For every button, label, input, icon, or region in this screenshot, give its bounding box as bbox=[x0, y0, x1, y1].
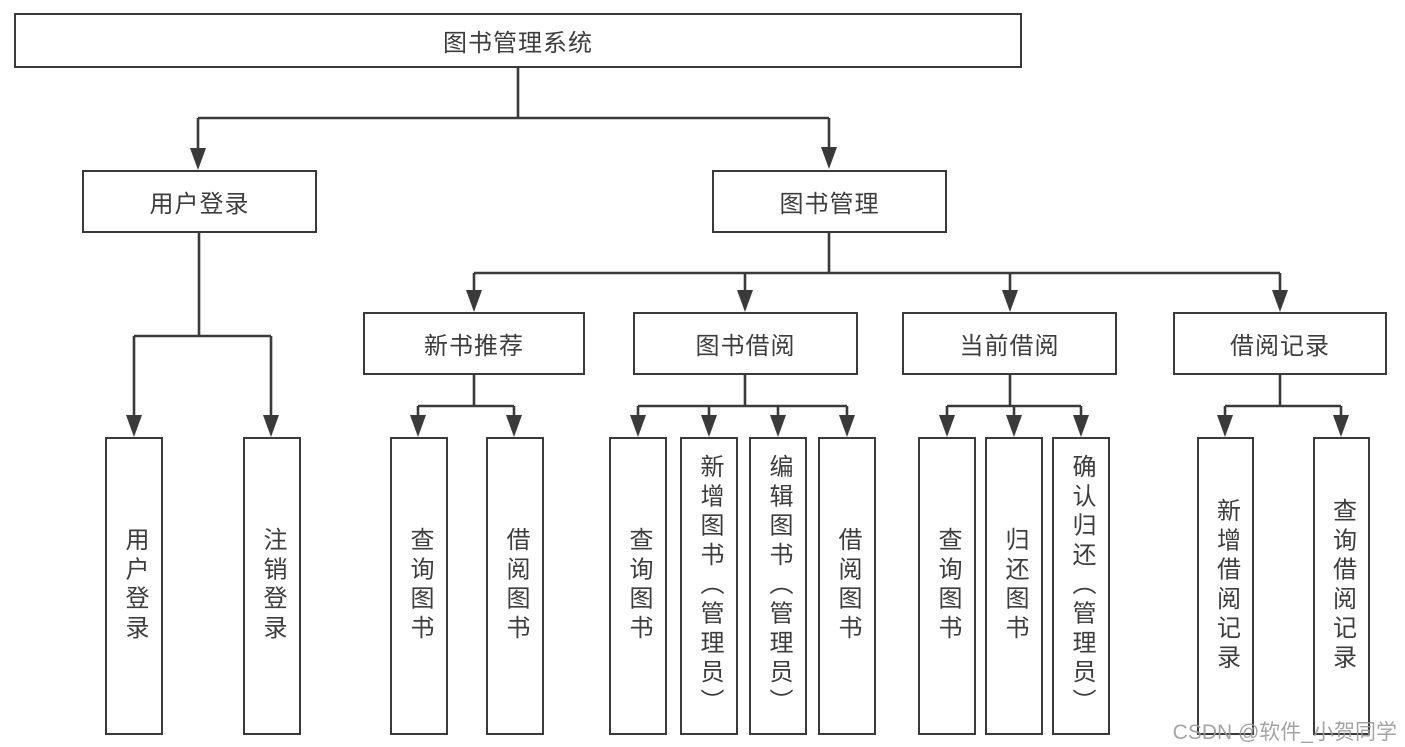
node-borrow-records: 借阅记录 bbox=[1173, 312, 1387, 375]
node-book-management: 图书管理 bbox=[712, 170, 947, 233]
leaf-user-login: 用户登录 bbox=[105, 437, 163, 735]
leaf-label: 借阅图书 bbox=[502, 527, 529, 645]
leaf-query-books-current: 查询图书 bbox=[918, 437, 976, 735]
leaf-label: 新增图书（管理员） bbox=[696, 454, 723, 718]
leaf-query-books-borrow: 查询图书 bbox=[609, 437, 667, 735]
node-new-book-recommend: 新书推荐 bbox=[363, 312, 585, 375]
leaf-label: 查询图书 bbox=[934, 527, 961, 645]
watermark: CSDN @软件_小贺同学 bbox=[1172, 721, 1397, 744]
leaf-label: 确认归还（管理员） bbox=[1068, 454, 1095, 718]
leaf-label: 归还图书 bbox=[1001, 527, 1028, 645]
leaf-label: 注销登录 bbox=[259, 527, 286, 645]
node-library-management-system: 图书管理系统 bbox=[14, 13, 1022, 68]
leaf-logout: 注销登录 bbox=[243, 437, 301, 735]
leaf-label: 编辑图书（管理员） bbox=[765, 454, 792, 718]
leaf-label: 新增借阅记录 bbox=[1212, 498, 1240, 674]
leaf-confirm-return-admin: 确认归还（管理员） bbox=[1052, 437, 1110, 735]
leaf-borrow-books: 借阅图书 bbox=[818, 437, 876, 735]
leaf-label: 查询借阅记录 bbox=[1328, 498, 1356, 674]
leaf-add-borrow-record: 新增借阅记录 bbox=[1197, 437, 1254, 735]
node-label: 图书管理系统 bbox=[443, 30, 593, 57]
leaf-label: 查询图书 bbox=[406, 527, 433, 645]
leaf-label: 借阅图书 bbox=[834, 527, 861, 645]
node-label: 新书推荐 bbox=[424, 333, 524, 360]
node-label: 当前借阅 bbox=[959, 333, 1060, 360]
node-book-borrow: 图书借阅 bbox=[633, 312, 858, 375]
leaf-query-books-recommend: 查询图书 bbox=[390, 437, 448, 735]
node-current-borrow: 当前借阅 bbox=[902, 312, 1117, 375]
node-label: 图书管理 bbox=[779, 191, 880, 218]
leaf-borrow-books-recommend: 借阅图书 bbox=[486, 437, 544, 735]
node-user-login: 用户登录 bbox=[82, 170, 317, 233]
node-label: 借阅记录 bbox=[1230, 333, 1330, 360]
node-label: 用户登录 bbox=[149, 191, 250, 218]
leaf-query-borrow-record: 查询借阅记录 bbox=[1313, 437, 1370, 735]
leaf-label: 查询图书 bbox=[625, 527, 652, 645]
leaf-return-book: 归还图书 bbox=[985, 437, 1043, 735]
leaf-add-book-admin: 新增图书（管理员） bbox=[680, 437, 738, 735]
node-label: 图书借阅 bbox=[695, 333, 796, 360]
leaf-edit-book-admin: 编辑图书（管理员） bbox=[749, 437, 807, 735]
leaf-label: 用户登录 bbox=[121, 527, 148, 645]
